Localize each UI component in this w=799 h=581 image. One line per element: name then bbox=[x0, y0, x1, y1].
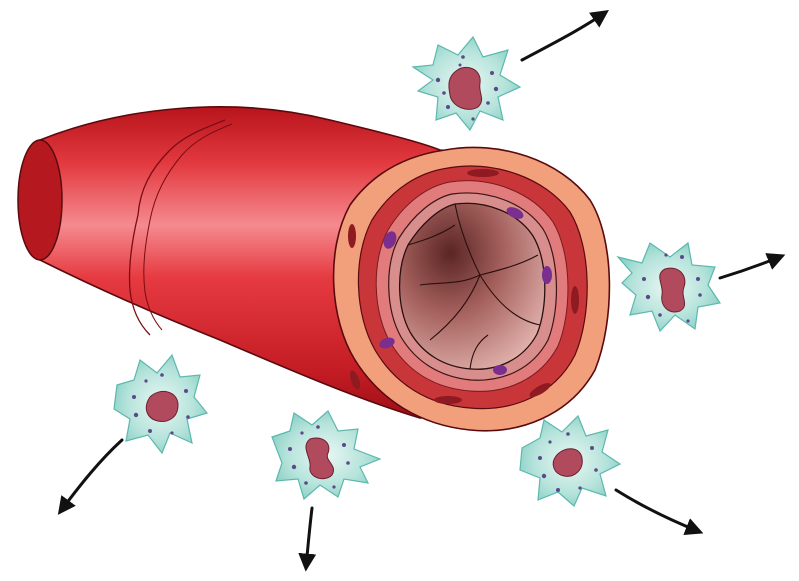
arrow-bottom-right bbox=[616, 490, 700, 532]
arrow-top bbox=[522, 12, 606, 60]
arrow-left bbox=[60, 440, 122, 512]
cell-top bbox=[413, 37, 520, 130]
lumen bbox=[400, 203, 545, 369]
cell-bottom-right bbox=[520, 416, 620, 506]
cell-left bbox=[114, 355, 207, 453]
vessel-left-end bbox=[18, 140, 62, 260]
cell-right bbox=[618, 243, 720, 331]
arrow-bottom-middle bbox=[306, 508, 312, 568]
cell-bottom-middle bbox=[272, 411, 380, 499]
arrow-right bbox=[720, 256, 782, 278]
